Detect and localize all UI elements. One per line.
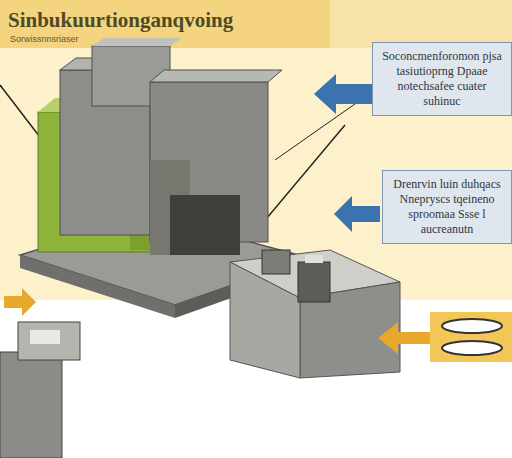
callout-box: Soconcmenforomon pjsa tasiutioprng Dpaae… — [372, 42, 512, 116]
diagram-title: Sinbukuurtionganqvoing — [8, 8, 233, 33]
callout-text: Soconcmenforomon pjsa tasiutioprng Dpaae… — [379, 49, 505, 109]
callout-text: Drenrvin luin duhqacs Nnepryscs tqeineno… — [389, 177, 505, 237]
subtitle-label: Sorwissnnsriaser — [10, 34, 79, 44]
callout-box: Drenrvin luin duhqacs Nnepryscs tqeineno… — [382, 170, 512, 244]
